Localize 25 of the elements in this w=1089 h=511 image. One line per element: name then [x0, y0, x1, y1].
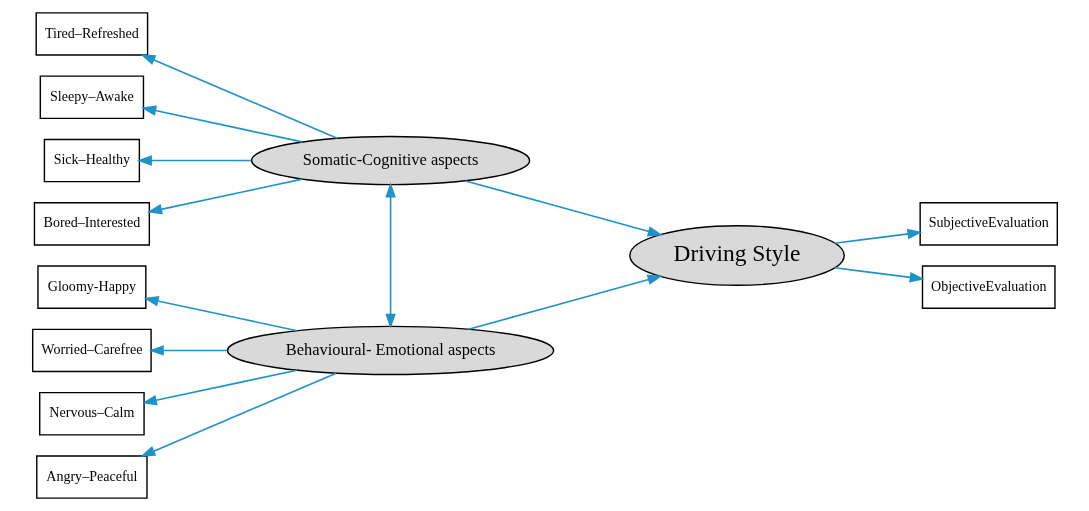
node-box: Bored–Interested [33, 202, 150, 246]
arrow [139, 54, 338, 140]
node-box: Sleepy–Awake [39, 75, 144, 120]
node-box: Gloomy-Happy [36, 265, 147, 309]
node-box: Sick–Healthy [43, 138, 140, 183]
arrow [140, 105, 303, 143]
arrow [148, 345, 228, 356]
arrow [833, 266, 925, 283]
node-box: ObjectiveEvaluation [921, 265, 1056, 309]
arrow [464, 180, 663, 237]
arrow [139, 372, 337, 457]
arrow [467, 274, 663, 331]
arrow [384, 182, 396, 329]
node-box: Tired–Refreshed [35, 12, 148, 56]
arrow [141, 369, 298, 406]
arrow [833, 228, 922, 245]
node-box: SubjectiveEvaluation [918, 202, 1058, 246]
node-box: Angry–Peaceful [35, 455, 148, 499]
node-box: Worried–Carefree [31, 328, 152, 373]
node-ellipse: Behavioural- Emotional aspects [226, 325, 554, 376]
arrow [136, 155, 252, 166]
arrow [146, 178, 303, 215]
arrow [143, 295, 298, 332]
node-box: Nervous–Calm [38, 391, 145, 436]
node-ellipse: Somatic-Cognitive aspects [250, 135, 530, 186]
